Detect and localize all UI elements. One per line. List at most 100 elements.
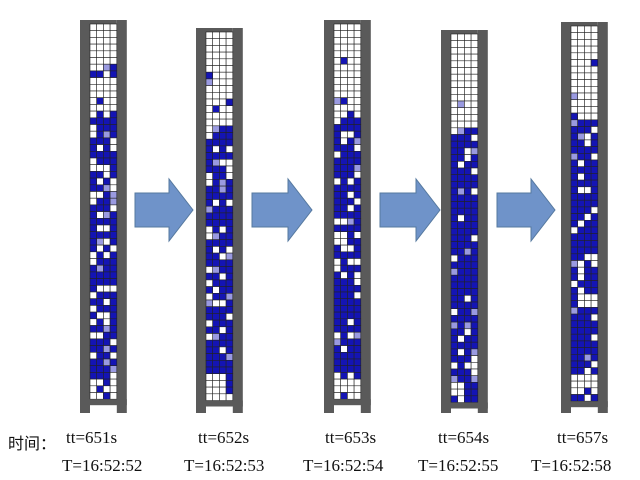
grid-cell [205, 246, 213, 254]
grid-cell [570, 59, 578, 67]
grid-cell [590, 307, 599, 315]
grid-cell [103, 291, 111, 299]
frame-2-tt: tt=652s [198, 428, 250, 447]
grid-cell [103, 171, 111, 179]
grid-cell [470, 114, 479, 122]
grid-cell [89, 238, 97, 246]
top-cap [90, 20, 117, 24]
grid-cell [212, 132, 220, 140]
grid-cell [584, 353, 592, 362]
grid-cell [470, 261, 479, 269]
grid-cell [205, 319, 213, 328]
grid-cell [225, 246, 234, 254]
grid-cell [577, 213, 585, 221]
grid-cell [470, 134, 479, 142]
grid-cell [590, 159, 599, 167]
grid-cell [205, 279, 213, 287]
grid-cell [590, 226, 599, 234]
grid-cell [464, 341, 472, 350]
grid-cell [590, 320, 599, 328]
grid-cell [333, 358, 341, 366]
grid-cell [457, 194, 465, 202]
grid-cell [103, 325, 111, 333]
grid-cell [340, 23, 348, 31]
grid-cell [96, 338, 104, 346]
grid-cell [109, 358, 118, 366]
grid-cell [353, 318, 362, 326]
grid-cell [96, 84, 104, 92]
grid-cell [225, 326, 234, 334]
grid-cell [450, 294, 458, 303]
grid-cell [212, 65, 220, 73]
grid-cell [347, 345, 355, 353]
grid-cell [353, 50, 362, 58]
grid-cell [570, 226, 578, 234]
grid-cell [450, 301, 458, 309]
grid-cell [109, 218, 118, 226]
grid-cell [205, 51, 213, 60]
grid-cell [457, 375, 465, 383]
grid-cell [103, 392, 111, 400]
grid-cell [205, 232, 213, 240]
grid-cell [225, 299, 234, 307]
base-band [80, 399, 127, 406]
grid-cell [103, 151, 111, 159]
grid-cell [333, 378, 341, 387]
grid-cell [570, 119, 578, 127]
grid-cell [570, 340, 578, 348]
grid-cell [464, 228, 472, 236]
grid-cell [225, 125, 234, 133]
grid-cell [109, 325, 118, 333]
grid-cell [89, 338, 97, 346]
grid-cell [219, 138, 227, 147]
grid-cell [109, 264, 118, 273]
grid-cell [205, 138, 213, 147]
grid-cell [340, 298, 348, 306]
grid-cell [570, 193, 578, 201]
grid-cell [570, 112, 578, 121]
grid-cell [450, 388, 458, 397]
grid-cell [212, 45, 220, 53]
grid-cell [450, 187, 458, 196]
grid-cell [205, 386, 213, 395]
grid-cell [96, 284, 104, 293]
grid-cell [570, 132, 578, 141]
grid-cell [584, 39, 592, 47]
grid-cell [577, 246, 585, 255]
grid-cell [353, 43, 362, 52]
grid-cell [577, 220, 585, 228]
grid-cell [89, 351, 97, 360]
grid-cell [340, 90, 348, 98]
grid-cell [353, 385, 362, 393]
grid-cell [450, 221, 458, 229]
grid-cell [353, 90, 362, 98]
grid-cell [333, 130, 341, 139]
grid-cell [340, 271, 348, 279]
grid-cell [353, 191, 362, 199]
grid-cell [584, 313, 592, 322]
grid-cell [470, 361, 479, 370]
grid-cell [205, 212, 213, 220]
grid-cell [225, 266, 234, 274]
left-wall [196, 28, 206, 413]
grid-cell [340, 144, 348, 152]
grid-cell [464, 100, 472, 108]
grid-cell [584, 112, 592, 121]
grid-cell [577, 374, 585, 382]
grid-cell [464, 181, 472, 189]
grid-cell [333, 218, 341, 226]
grid-cell [212, 386, 220, 395]
grid-cell [109, 298, 118, 306]
right-arrow-icon [134, 177, 194, 243]
grid-cell [212, 266, 220, 274]
grid-cell [353, 30, 362, 38]
grid-cell [109, 311, 118, 320]
grid-cell [205, 259, 213, 267]
grid-cell [219, 159, 227, 167]
grid-cell [212, 205, 220, 214]
grid-cell [109, 177, 118, 186]
grid-cell [219, 152, 227, 160]
grid-cell [450, 248, 458, 256]
grid-cell [103, 365, 111, 373]
grid-cell [340, 164, 348, 172]
